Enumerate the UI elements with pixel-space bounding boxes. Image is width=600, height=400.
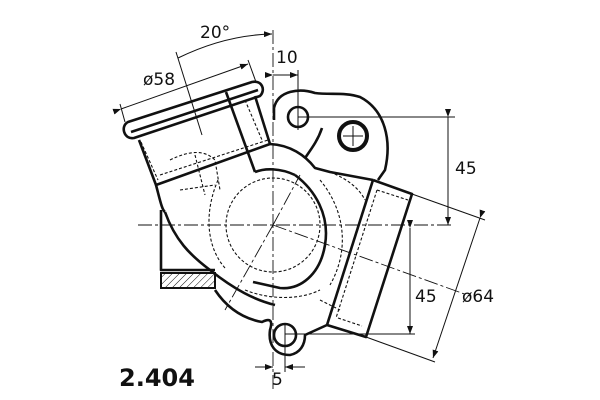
offset-top-label: 10 xyxy=(276,48,298,68)
outlet-pipe xyxy=(319,171,414,339)
part-number: 2.404 xyxy=(119,364,195,392)
top-mounting-ear xyxy=(272,89,389,181)
vertical-bottom-label: 45 xyxy=(415,287,437,307)
vertical-top-label: 45 xyxy=(455,159,477,179)
inlet-pipe xyxy=(122,80,272,196)
outlet-diameter-label: ø64 xyxy=(462,287,494,307)
thermostat-bore-hidden xyxy=(225,177,321,273)
inlet-diameter-label: ø58 xyxy=(143,70,175,90)
angle-label: 20° xyxy=(200,23,230,43)
sensor-port xyxy=(337,120,369,152)
dimension-lines xyxy=(112,31,486,372)
left-bracket xyxy=(159,210,216,289)
offset-bottom-label: 5 xyxy=(272,370,283,390)
